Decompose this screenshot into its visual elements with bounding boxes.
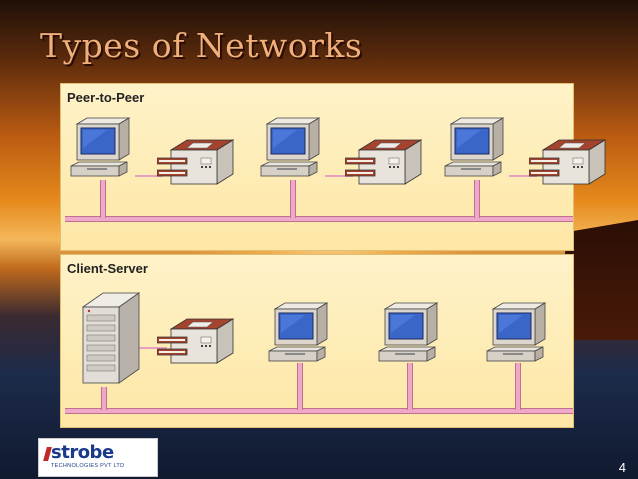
computer-icon xyxy=(70,117,130,177)
peer-to-peer-label: Peer-to-Peer xyxy=(67,90,145,105)
network-drop xyxy=(515,363,521,410)
network-bus xyxy=(65,216,573,222)
page-number: 4 xyxy=(618,460,626,475)
computer-icon xyxy=(268,302,328,362)
printer-icon xyxy=(157,318,234,364)
network-drop xyxy=(100,180,106,218)
network-drop xyxy=(297,363,303,410)
client-server-label: Client-Server xyxy=(67,261,148,276)
computer-icon xyxy=(378,302,438,362)
slide-title: Types of Networks xyxy=(40,26,363,65)
peer-to-peer-panel: Peer-to-Peer xyxy=(60,83,606,251)
printer-icon xyxy=(345,139,422,185)
network-drop xyxy=(101,387,107,410)
network-drop xyxy=(290,180,296,218)
network-link xyxy=(137,347,167,349)
computer-icon xyxy=(444,117,504,177)
network-link xyxy=(325,175,353,177)
client-server-panel: Client-Server xyxy=(60,254,574,428)
printer-icon xyxy=(157,139,234,185)
server-icon xyxy=(82,292,140,384)
network-bus xyxy=(65,408,573,414)
computer-icon xyxy=(486,302,546,362)
logo-text: strobe xyxy=(51,442,114,463)
company-logo: strobe TECHNOLOGIES PVT LTD xyxy=(38,438,158,477)
logo-subtext: TECHNOLOGIES PVT LTD xyxy=(51,463,125,469)
network-drop xyxy=(474,180,480,218)
network-link xyxy=(509,175,537,177)
network-drop xyxy=(407,363,413,410)
printer-icon xyxy=(529,139,606,185)
network-link xyxy=(135,175,163,177)
computer-icon xyxy=(260,117,320,177)
